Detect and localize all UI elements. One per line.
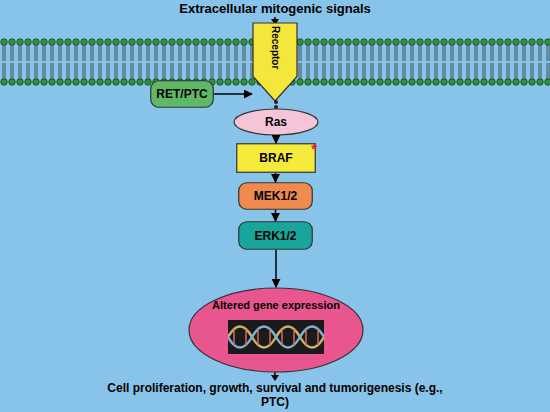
title-text: Extracellular mitogenic signals	[0, 1, 550, 16]
outline-shape	[234, 109, 318, 135]
outline-shape	[237, 144, 316, 173]
erk-box: ERK1/2	[238, 221, 313, 250]
node-label: RET/PTC	[156, 87, 207, 101]
receptor-shape: Receptor	[252, 22, 298, 102]
arrow-connector	[275, 210, 277, 221]
outcome-arrowhead	[271, 375, 279, 381]
braf-box: BRAF *	[236, 143, 316, 173]
node-label: ERK1/2	[254, 229, 296, 243]
node-label: MEK1/2	[254, 189, 297, 203]
arrow-connector	[275, 136, 277, 143]
outline-shape	[239, 183, 313, 210]
outline-shape	[151, 81, 214, 108]
arrow-connector	[275, 250, 277, 287]
caption-text: Cell proliferation, growth, survival and…	[100, 381, 450, 409]
ras-ellipse: Ras	[233, 108, 319, 136]
mek-box: MEK1/2	[238, 182, 313, 210]
node-label: Altered gene expression	[212, 299, 340, 311]
arrow-connector	[275, 173, 277, 182]
dotted-connector	[274, 102, 278, 108]
dna-image	[228, 320, 324, 354]
outline-shape	[189, 288, 363, 372]
node-label: Receptor	[270, 26, 280, 69]
outline-shape	[239, 222, 313, 250]
outline-shape	[253, 23, 297, 101]
arrow-connector	[214, 93, 252, 95]
node-label: BRAF	[259, 151, 292, 165]
mutation-mark: *	[311, 140, 317, 157]
node-label: Ras	[265, 115, 287, 129]
oncogene-box: RET/PTC	[150, 80, 214, 108]
